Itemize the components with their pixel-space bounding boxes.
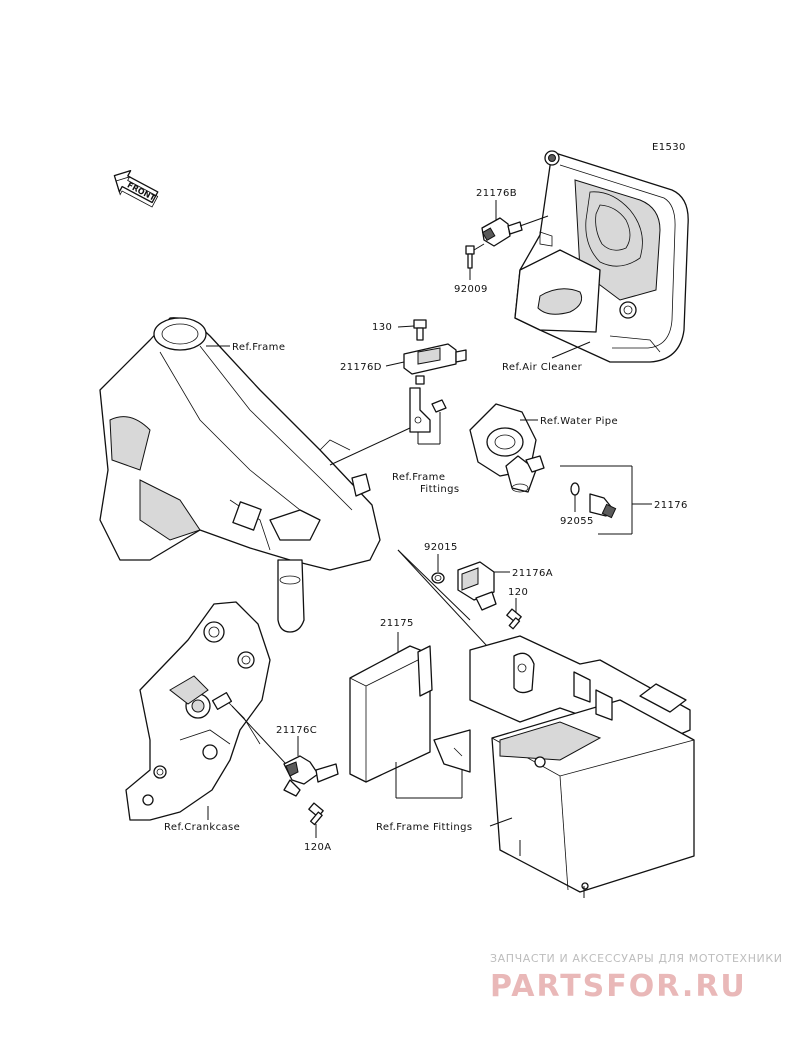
- label-21176A: 21176A: [512, 568, 553, 579]
- part-92015-washer: [431, 572, 445, 584]
- part-92055-oring: [570, 482, 580, 512]
- frame-body: [99, 317, 411, 633]
- part-120-bolt: [506, 598, 522, 630]
- part-21176D-sensor: [385, 343, 467, 385]
- leader-line-92015: [397, 549, 501, 661]
- ref-frame-fittings-1: Ref.Frame: [392, 472, 445, 483]
- label-21176B: 21176B: [476, 188, 517, 199]
- frame-fittings-bracket: [409, 387, 447, 445]
- ref-air-cleaner: Ref.Air Cleaner: [502, 362, 583, 373]
- part-21176A-sensor: [457, 561, 510, 611]
- watermark-tagline: ЗАПЧАСТИ И АКСЕССУАРЫ ДЛЯ МОТОТЕХНИКИ: [490, 952, 783, 965]
- part-120A-bolt: [308, 802, 324, 838]
- label-120A: 120A: [304, 842, 332, 853]
- leader-line-21176A: [397, 549, 471, 621]
- part-21176-sensor: [560, 465, 652, 535]
- part-21176B-sensor: [481, 200, 549, 247]
- ref-crankcase: Ref.Crankcase: [164, 822, 240, 833]
- part-21176C-sensor: [283, 736, 339, 797]
- label-120: 120: [508, 587, 528, 598]
- air-cleaner-housing: [514, 150, 689, 363]
- battery-tray: [433, 635, 695, 898]
- water-pipe-fitting: [469, 403, 545, 493]
- label-21176D: 21176D: [340, 362, 382, 373]
- label-21176C: 21176C: [276, 725, 317, 736]
- label-92015: 92015: [424, 542, 458, 553]
- ref-frame-fittings-bottom: Ref.Frame Fittings: [376, 822, 472, 833]
- label-92009: 92009: [454, 284, 488, 295]
- watermark-logo: PARTSFOR.RU: [490, 969, 747, 1004]
- label-130: 130: [372, 322, 392, 333]
- diagram-code: E1530: [652, 142, 686, 153]
- ref-water-pipe: Ref.Water Pipe: [540, 416, 618, 427]
- label-21175: 21175: [380, 618, 414, 629]
- label-92055: 92055: [560, 516, 594, 527]
- part-92009-bolt: [465, 243, 485, 280]
- part-21175-ecu: [349, 632, 463, 799]
- part-130-bolt: [397, 319, 427, 341]
- crankcase-body: [125, 601, 287, 821]
- front-arrow-icon: FRONT: [113, 169, 159, 208]
- ref-frame: Ref.Frame: [232, 342, 285, 353]
- label-21176: 21176: [654, 500, 688, 511]
- ref-frame-fittings-2: Fittings: [420, 484, 460, 495]
